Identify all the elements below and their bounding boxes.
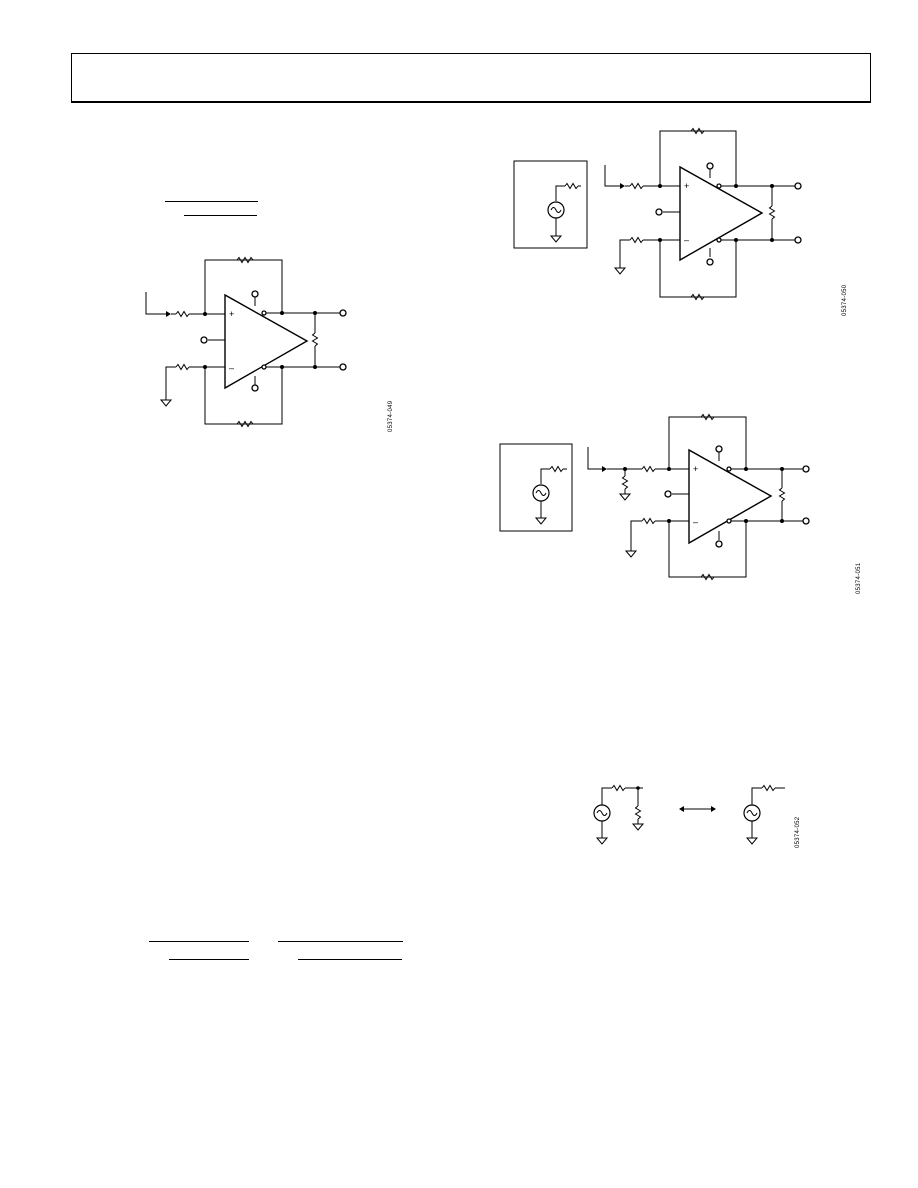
input-arrow-line [145,292,166,315]
right-source-ground [745,837,759,845]
figure-a-code: 05374-049 [388,400,394,432]
minus-sign: – [229,363,234,373]
output-positive-terminal [339,309,347,317]
termination-ground [618,493,632,501]
ground-wire [165,366,176,400]
input-resistor [629,182,644,190]
plus-sign: + [693,464,698,474]
source-box [499,443,573,532]
input-resistor [175,310,190,318]
load-resistor [778,487,786,502]
feedback-top-resistor [690,127,705,135]
left-source-ground [595,837,609,845]
source-box [513,160,588,249]
ac-source-wave [535,490,547,496]
op-amp [224,293,309,390]
left-shunt-ground [631,823,645,831]
page-header [71,53,871,103]
ground-symbol [613,267,627,275]
supply-top-terminal [251,290,259,298]
equation-rule-top [165,201,258,202]
output-positive-terminal [794,182,802,190]
feedback-top-resistor [236,256,254,264]
source-resistor [549,465,564,473]
source-ground [534,517,548,525]
source-ground [549,235,563,243]
output-negative-terminal [339,363,347,371]
load-resistor [768,205,776,220]
plus-sign: + [684,181,689,191]
feedback-bottom-resistor [700,573,715,581]
source-resistor [564,182,579,190]
figure-d-schematic [593,784,785,845]
op-amp [679,165,764,262]
equation-rule-b-top [278,941,403,942]
supply-bottom-terminal [706,258,714,266]
output-negative-terminal [794,236,802,244]
equation-rule-a-bottom [169,959,249,960]
equation-rule-b-bottom [298,959,402,960]
vocm-terminal [655,208,663,216]
minus-sign: – [693,517,698,527]
vocm-terminal [200,336,208,344]
figure-d-code: 05374-052 [795,816,801,848]
output-positive-terminal [802,465,810,473]
ground-resistor [641,517,656,525]
ground-symbol [624,550,638,558]
input-resistor [641,465,656,473]
feedback-bottom-resistor [236,420,254,428]
ac-source-wave [550,207,562,213]
plus-sign: + [229,309,234,319]
figure-a-schematic: + – [145,256,347,428]
termination-resistor [621,475,629,490]
figure-c-code: 05374-051 [856,562,862,594]
left-shunt-resistor [634,805,642,820]
output-negative-terminal [802,517,810,525]
ground-symbol [159,399,173,407]
supply-bottom-terminal [715,540,723,548]
feedback-top-resistor [700,413,715,421]
supply-top-terminal [715,445,723,453]
ground-resistor [629,236,644,244]
feedback-bottom-resistor [690,293,705,301]
input-arrow-line [604,165,620,187]
ground-resistor [175,363,190,371]
input-arrowhead [166,311,171,317]
figure-b-code: 05374-050 [842,284,848,316]
right-series-resistor [761,784,776,792]
left-series-resistor [611,784,626,792]
op-amp [688,448,773,545]
equation-rule-a-top [149,941,249,942]
minus-sign: – [684,235,689,245]
figure-c-schematic: + – [499,413,810,581]
equation-rule-bottom [184,215,257,216]
supply-top-terminal [706,162,714,170]
supply-bottom-terminal [251,384,259,392]
vocm-terminal [664,490,672,498]
load-resistor [311,332,319,347]
figure-b-schematic: + – [513,127,802,301]
